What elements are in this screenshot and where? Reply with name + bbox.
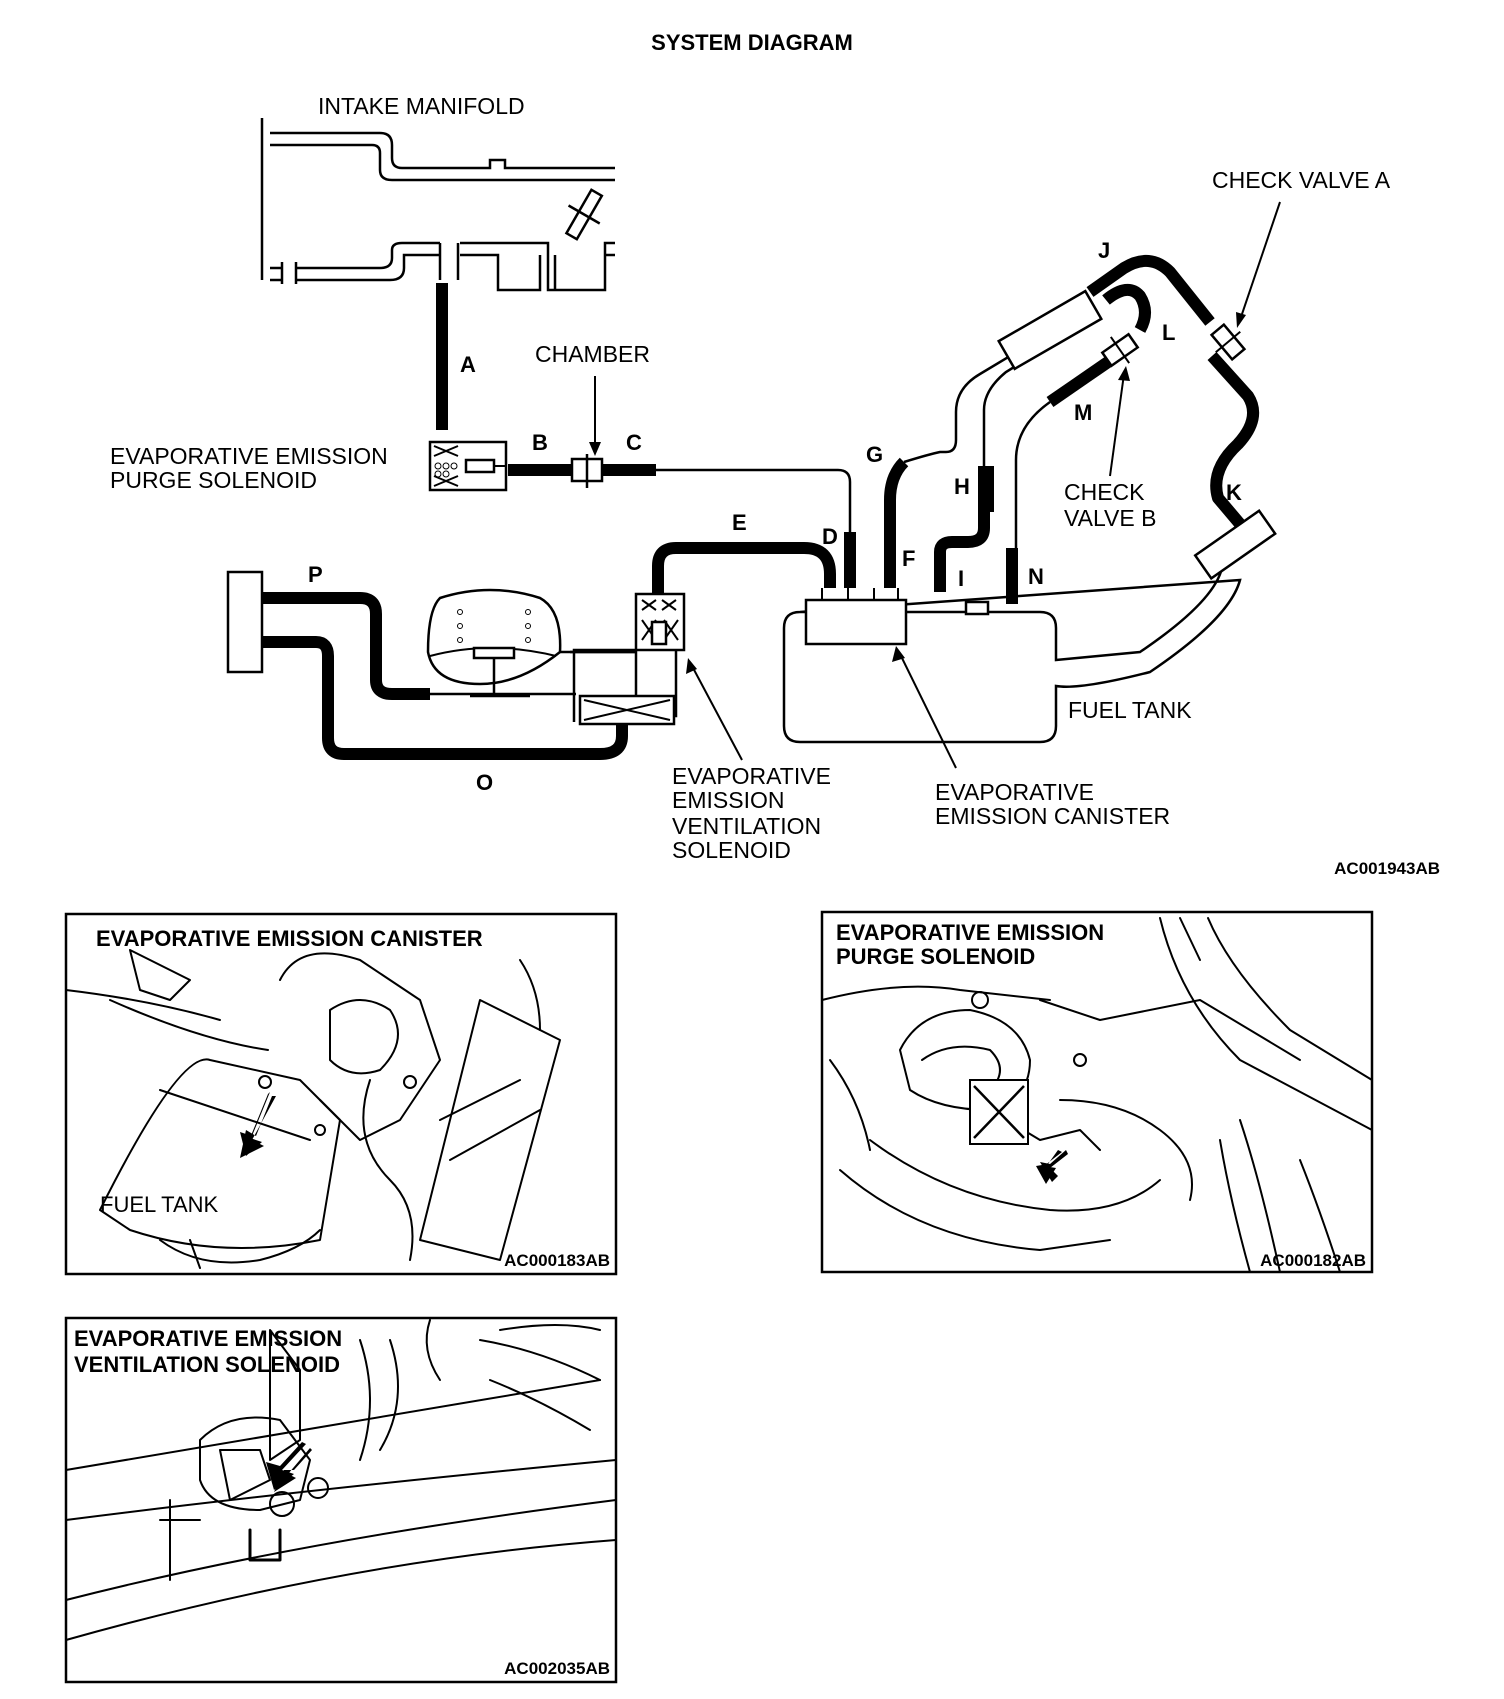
chamber-icon <box>570 454 604 488</box>
ventilation-solenoid-label-4: SOLENOID <box>672 837 791 863</box>
hose-o <box>262 636 628 760</box>
hose-h-label: H <box>954 474 970 499</box>
purge-solenoid-label-2: PURGE SOLENOID <box>110 467 317 493</box>
hose-p-label: P <box>308 562 323 587</box>
hose-l-label: L <box>1162 320 1175 345</box>
check-valve-a-label: CHECK VALVE A <box>1212 167 1391 193</box>
hose-l <box>1102 284 1151 333</box>
intake-manifold <box>260 118 615 292</box>
check-valve-b-label-1: CHECK <box>1064 479 1145 505</box>
hose-c-label: C <box>626 430 642 455</box>
inset-ventilation-title-1: EVAPORATIVE EMISSION <box>74 1326 342 1351</box>
hose-g <box>884 457 909 532</box>
hose-a-label: A <box>460 352 476 377</box>
hose-b-label: B <box>532 430 548 455</box>
canister-box <box>804 598 908 646</box>
ventilation-solenoid-label-2: EMISSION <box>672 787 784 813</box>
hose-m-label: M <box>1074 400 1092 425</box>
purge-solenoid-icon <box>428 440 508 492</box>
hose-e-label: E <box>732 510 747 535</box>
hose-g-label: G <box>866 442 883 467</box>
hose-e <box>652 542 836 594</box>
inset-canister-code: AC000183AB <box>504 1251 610 1270</box>
fuel-tank-label: FUEL TANK <box>1068 697 1192 723</box>
h-line <box>982 354 1033 466</box>
canister-label-2: EMISSION CANISTER <box>935 803 1170 829</box>
hose-d-label: D <box>822 524 838 549</box>
fuel-tank-outline <box>782 567 1242 744</box>
separator-icon <box>996 289 1104 371</box>
inset-ventilation-title-2: VENTILATION SOLENOID <box>74 1352 340 1377</box>
air-cleaner-icon <box>426 588 562 698</box>
ventilation-solenoid-label-3: VENTILATION <box>672 813 821 839</box>
inset-ventilation-solenoid-photo <box>64 1316 618 1684</box>
check-valve-b-label-2: VALVE B <box>1064 505 1156 531</box>
rollover-valve-icon <box>964 600 990 616</box>
filler-neck-icon <box>1193 508 1277 581</box>
hose-k-label: K <box>1226 480 1242 505</box>
canister-label-1: EVAPORATIVE <box>935 779 1094 805</box>
purge-line <box>656 468 852 532</box>
ventilation-solenoid-label-1: EVAPORATIVE <box>672 763 831 789</box>
hose-n-label: N <box>1028 564 1044 589</box>
chamber-label: CHAMBER <box>535 341 650 367</box>
hose-o-label: O <box>476 770 493 795</box>
inset-canister-photo <box>64 912 618 1276</box>
purge-solenoid-label-1: EVAPORATIVE EMISSION <box>110 443 388 469</box>
intake-manifold-label: INTAKE MANIFOLD <box>318 93 525 119</box>
check-valve-a-icon <box>1209 322 1247 362</box>
hose-f-label: F <box>902 546 915 571</box>
hose-i <box>934 466 990 592</box>
check-valve-b-icon <box>1100 332 1140 368</box>
diagram-title: SYSTEM DIAGRAM <box>651 30 853 55</box>
inset-purge-solenoid-photo <box>820 910 1374 1274</box>
hose-j <box>1086 255 1260 528</box>
inset-canister-fuel-tank-label: FUEL TANK <box>100 1192 219 1217</box>
ventilation-solenoid-icon <box>634 592 686 652</box>
hose-j-label: J <box>1098 238 1110 263</box>
diagram-code: AC001943AB <box>1334 859 1440 878</box>
hose-p <box>262 592 430 700</box>
inset-purge-title-2: PURGE SOLENOID <box>836 944 1035 969</box>
inset-purge-code: AC000182AB <box>1260 1251 1366 1270</box>
inlet-box-icon <box>226 570 264 674</box>
inset-ventilation-code: AC002035AB <box>504 1659 610 1678</box>
g-line <box>903 348 1021 464</box>
hose-m <box>1046 357 1112 407</box>
inset-canister-title: EVAPORATIVE EMISSION CANISTER <box>96 926 483 951</box>
inset-purge-title-1: EVAPORATIVE EMISSION <box>836 920 1104 945</box>
hose-i-label: I <box>958 566 964 591</box>
